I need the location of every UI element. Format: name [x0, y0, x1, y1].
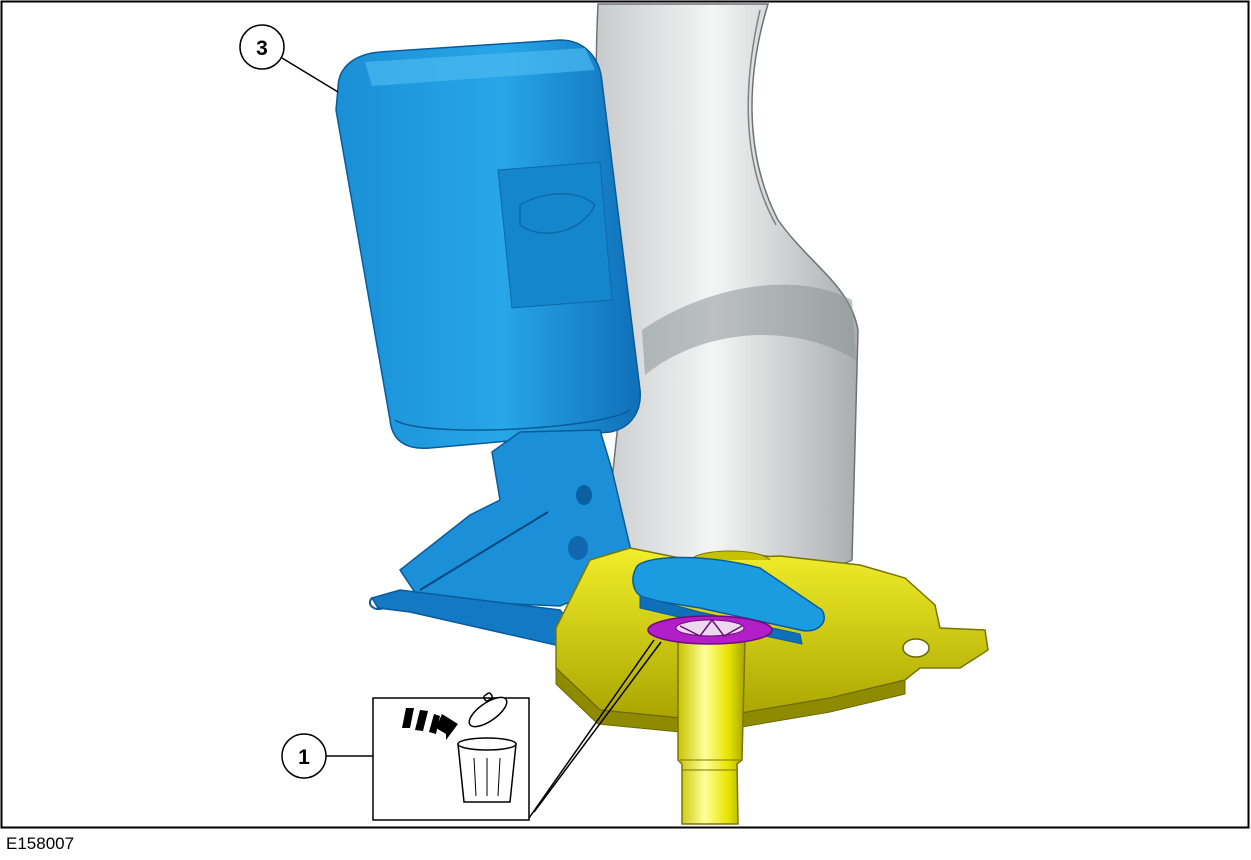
seatbelt-buckle	[335, 39, 641, 647]
callout-3: 3	[239, 24, 339, 93]
seatbelt-webbing	[595, 3, 859, 571]
callout-3-label: 3	[256, 37, 268, 60]
anchor-bracket	[555, 547, 989, 735]
callout-1: 1	[281, 639, 662, 819]
diagram-border	[0, 0, 1250, 829]
discard-symbol-box	[372, 692, 530, 821]
motion-arrow-icon	[402, 708, 458, 740]
discard-trash-icon	[457, 692, 517, 803]
callout-1-label: 1	[298, 746, 310, 769]
anchor-bolt-washer	[647, 615, 773, 825]
figure-id: E158007	[6, 834, 75, 853]
